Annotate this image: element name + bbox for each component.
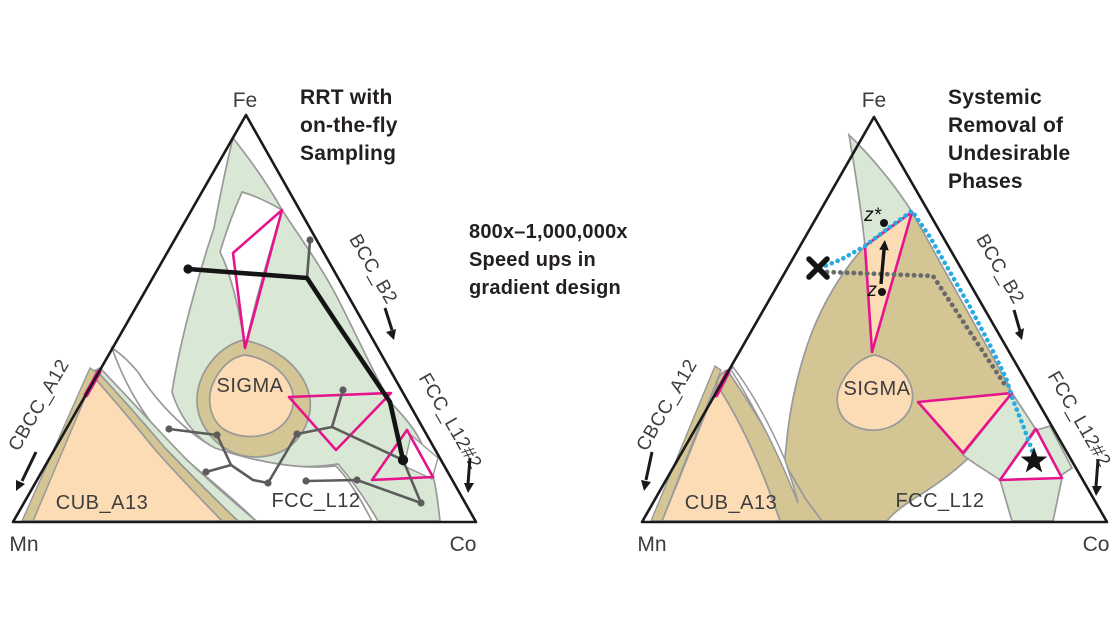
corner-label-co-right: Co: [1083, 533, 1110, 556]
start-x-marker: [806, 256, 830, 280]
left-ternary-diagram: Fe Mn Co BCC_B2 FCC_L12#2 CBCC_A12 SIGMA…: [5, 89, 486, 556]
right-dynamic-layer: [713, 207, 1064, 482]
region-label-fcc-l12-left: FCC_L12: [271, 490, 360, 512]
sample-tree-segment-6: [295, 425, 334, 436]
sample-node-7: [302, 477, 310, 485]
sample-node-1: [165, 425, 173, 433]
arrow-bcc-b2-right: [1012, 309, 1022, 332]
corner-label-mn-right: Mn: [637, 533, 666, 556]
sample-tree-segment-1: [167, 427, 219, 437]
center-note-line-3: gradient design: [469, 277, 621, 299]
three-phase-triangle-right-0: [863, 210, 914, 354]
target-star-marker: [1020, 447, 1048, 473]
arrow-cbcc-a12-right: [644, 451, 654, 481]
arrowhead-cbcc-a12-right: [641, 480, 651, 491]
corner-label-fe-left: Fe: [233, 89, 258, 112]
right-title-line-4: Phases: [948, 170, 1023, 193]
right-title-line-1: Systemic: [948, 86, 1042, 109]
region-label-fcc-l12-right: FCC_L12: [895, 490, 984, 512]
z-to-zstar-arrowhead: [879, 240, 889, 251]
arrow-fcc-l12-2-right: [1094, 459, 1100, 487]
corner-label-mn-left: Mn: [9, 533, 38, 556]
edge-arrows-left: [16, 307, 474, 493]
sample-tree-segment-10: [304, 478, 359, 483]
edge-label-bcc-b2-left: BCC_B2: [344, 231, 401, 308]
z-to-zstar-arrow: [879, 249, 886, 285]
region-label-sigma-left: SIGMA: [217, 375, 284, 397]
rrt-path-endpoint-1: [397, 454, 409, 466]
region-white-crescent-right: [730, 365, 799, 504]
three-phase-triangle-left-1: [287, 391, 393, 452]
region-label-cub-a13-right: CUB_A13: [685, 492, 777, 514]
arrow-cbcc-a12-left: [20, 451, 38, 482]
center-note: 800x–1,000,000x Speed ups in gradient de…: [469, 218, 628, 302]
region-green-patch-b-right: [998, 477, 1064, 522]
right-triangle-outline: [640, 115, 1109, 524]
left-title-line-1: RRT with: [300, 86, 393, 109]
sample-tree-segment-7: [330, 388, 345, 429]
region-cub-a13-left: [31, 374, 224, 522]
right-title-line-2: Removal of: [948, 114, 1064, 137]
corner-label-fe-right: Fe: [862, 89, 887, 112]
right-title: Systemic Removal of Undesirable Phases: [948, 84, 1070, 196]
sample-node-0: [306, 236, 314, 244]
previous-dotted-path: [824, 269, 1010, 391]
sample-node-5: [293, 430, 301, 438]
sample-tree-segment-3: [204, 463, 233, 474]
sample-node-6: [339, 386, 347, 394]
region-sigma-core-right: [836, 354, 914, 431]
sample-tree-segment-4: [229, 463, 270, 485]
arrowhead-bcc-b2-left: [386, 329, 396, 340]
arrow-fcc-l12-2-left: [466, 457, 472, 485]
sample-tree-segment-5: [266, 432, 299, 485]
sample-tree-segment-9: [401, 458, 423, 505]
sample-tree-segment-0: [305, 238, 312, 280]
sample-node-8: [353, 476, 361, 484]
sample-node-4: [264, 479, 272, 487]
z-dot: [878, 288, 886, 296]
center-note-line-1: 800x–1,000,000x: [469, 221, 628, 243]
edge-arrows-right: [641, 309, 1102, 496]
center-note-line-2: Speed ups in: [469, 249, 596, 271]
three-phase-triangle-right-2: [998, 427, 1064, 482]
arrowhead-cbcc-a12-left: [16, 480, 25, 491]
annotation-z: z: [867, 280, 878, 301]
left-title-line-2: on-the-fly: [300, 114, 398, 137]
region-label-cub-a13-left: CUB_A13: [56, 492, 148, 514]
three-phase-triangle-left-0: [231, 208, 284, 350]
right-title-line-3: Undesirable: [948, 142, 1071, 165]
annotation-z-star: z*: [863, 205, 882, 226]
sample-tree-segment-11: [355, 478, 423, 505]
left-triangle-outline: [11, 113, 478, 524]
arrowhead-fcc-l12-2-right: [1092, 486, 1102, 496]
left-title: RRT with on-the-fly Sampling: [300, 84, 398, 168]
corner-label-co-left: Co: [450, 533, 477, 556]
sample-tree-segment-8: [330, 425, 405, 462]
edge-label-bcc-b2-right: BCC_B2: [971, 231, 1028, 308]
region-label-sigma-right: SIGMA: [844, 378, 911, 400]
right-ternary-diagram: Fe Mn Co BCC_B2 FCC_L12#2 CBCC_A12 SIGMA…: [633, 89, 1115, 556]
sample-node-9: [417, 499, 425, 507]
sample-tree-segment-2: [215, 433, 233, 467]
gradient-design-path: [817, 207, 1037, 459]
sample-node-3: [202, 468, 210, 476]
left-title-line-3: Sampling: [300, 142, 397, 165]
z-star-dot: [880, 219, 888, 227]
arrowhead-fcc-l12-2-left: [464, 483, 474, 493]
arrowhead-bcc-b2-right: [1015, 328, 1024, 340]
region-sigma-core-left: [208, 354, 295, 438]
rrt-main-path: [185, 266, 406, 463]
arrow-bcc-b2-left: [383, 307, 394, 331]
three-phase-triangle-right-1: [916, 391, 1014, 455]
rrt-path-endpoint-0: [183, 264, 193, 274]
sample-node-2: [213, 431, 221, 439]
